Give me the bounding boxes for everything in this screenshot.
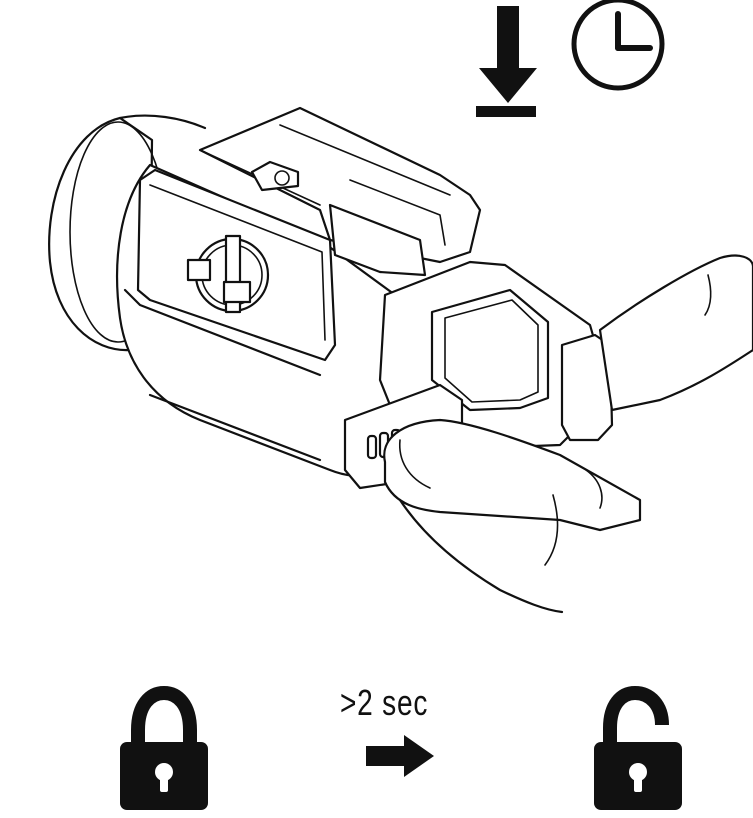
padlock-locked-icon bbox=[120, 685, 208, 810]
clock-icon bbox=[571, 0, 665, 91]
hold-duration-label: >2 sec bbox=[340, 682, 429, 723]
weapon-light-illustration bbox=[48, 106, 614, 490]
padlock-unlocked-icon bbox=[594, 685, 682, 810]
hand-illustration bbox=[383, 254, 753, 614]
arrow-right-icon bbox=[366, 735, 434, 777]
arrow-down-to-bar-icon bbox=[476, 6, 537, 117]
